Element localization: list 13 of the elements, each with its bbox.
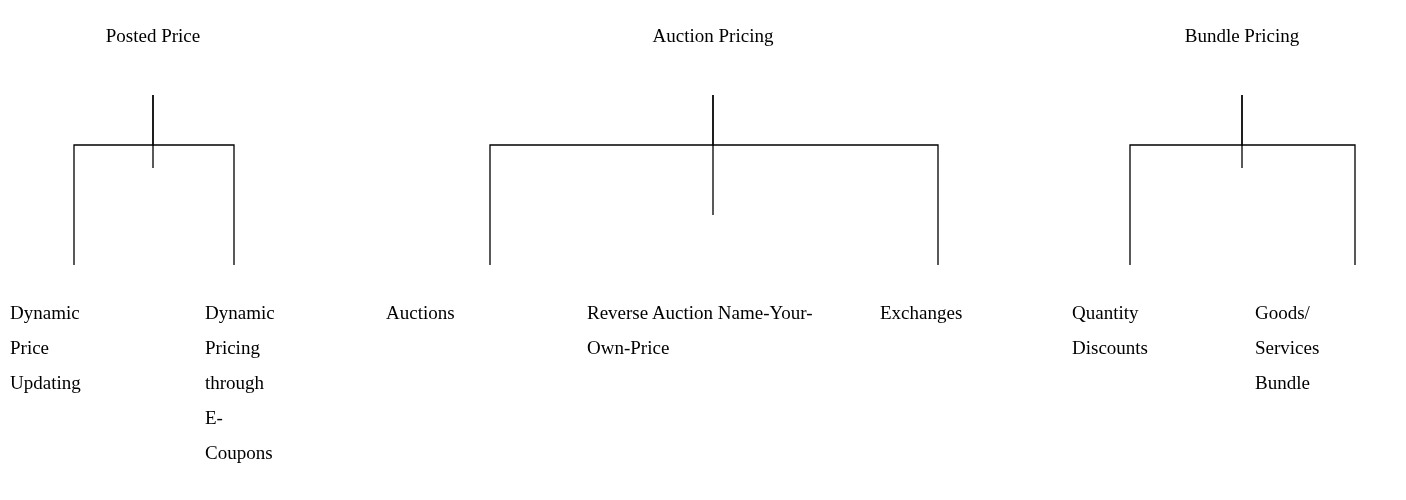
tree-connector [1241,94,1356,266]
tree-connector [712,94,939,266]
category-label: Bundle Pricing [1183,24,1301,48]
method-label: Dynamic Pricing through E-Coupons [205,301,276,465]
method-label: Quantity Discounts [1072,301,1149,360]
tree-connector [152,94,235,266]
method-label: Goods/ Services Bundle [1255,301,1321,395]
method-label: Exchanges [880,301,964,325]
category-label: Posted Price [104,24,202,48]
method-label: Dynamic Price Updating [10,301,82,395]
method-label: Auctions [386,301,456,325]
method-label: Reverse Auction Name-Your-Own-Price [587,301,814,360]
category-label: Auction Pricing [651,24,775,48]
